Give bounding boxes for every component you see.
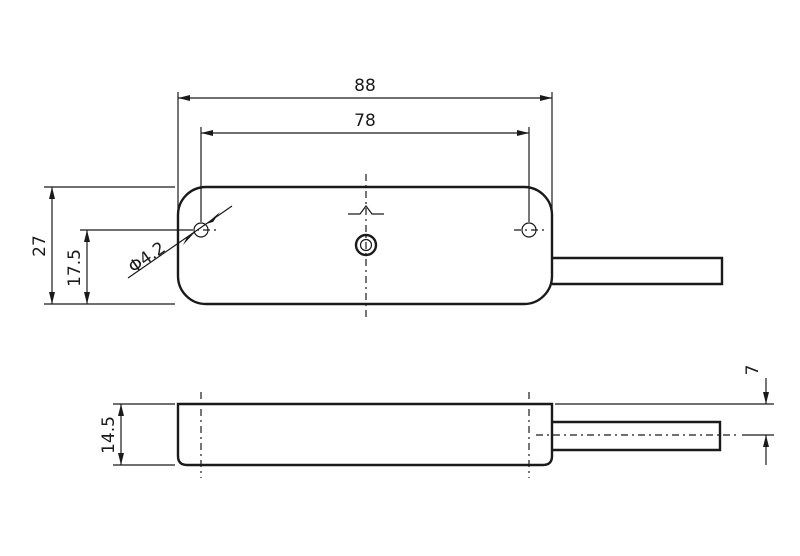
dim-label-height-total: 27 — [30, 235, 50, 257]
top-view: 88 78 27 17.5 Φ4.2 — [30, 76, 724, 318]
dim-label-hole-diameter: Φ4.2 — [125, 238, 170, 278]
left-mounting-hole — [186, 222, 216, 238]
dim-label-hole-height: 17.5 — [65, 249, 85, 287]
top-view-cable — [552, 256, 724, 286]
dim-label-hole-spacing: 78 — [354, 111, 376, 131]
leader-arrow-1 — [183, 231, 196, 245]
side-view: 14.5 7 — [99, 365, 774, 478]
leader-arrow-2 — [206, 212, 220, 224]
dim-label-overall-length: 88 — [354, 76, 376, 96]
side-view-body-outline — [176, 402, 554, 467]
side-view-cable — [552, 420, 722, 452]
alignment-mark-symbol — [348, 205, 384, 215]
dim-label-thickness: 14.5 — [99, 416, 119, 454]
right-mounting-hole — [514, 222, 544, 238]
top-view-body-outline — [176, 185, 554, 306]
dim-label-cable-offset: 7 — [743, 365, 763, 376]
center-screw — [354, 233, 378, 257]
